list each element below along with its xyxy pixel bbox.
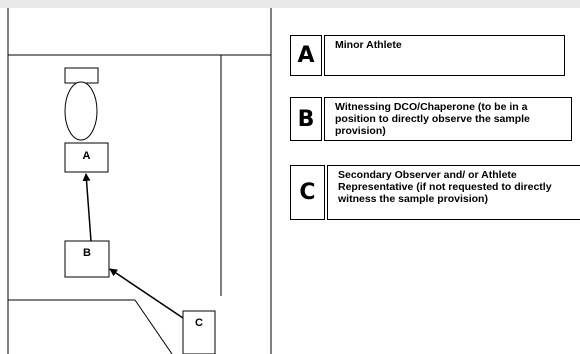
- position-b-box: [64, 240, 110, 278]
- legend-a-letter: A: [290, 35, 322, 76]
- door-edge: [134, 299, 173, 354]
- position-c-label: C: [195, 317, 203, 329]
- toilet-bowl: [64, 81, 98, 141]
- position-b-label: B: [83, 247, 91, 259]
- legend-c-text: Secondary Observer and/ or Athlete Repre…: [327, 165, 580, 220]
- legend-a-text: Minor Athlete: [324, 35, 565, 76]
- arrow-c-to-b: [109, 268, 184, 319]
- arrow-b-to-a: [82, 173, 92, 242]
- legend-b-letter: B: [290, 97, 322, 141]
- legend-b-text: Witnessing DCO/Chaperone (to be in a pos…: [324, 97, 572, 141]
- position-a-box: [64, 142, 109, 173]
- legend-c-letter: C: [290, 165, 325, 220]
- toilet-tank: [64, 67, 99, 84]
- position-c-box: [182, 310, 216, 354]
- top-bar: [0, 0, 580, 8]
- position-a-label: A: [82, 150, 91, 162]
